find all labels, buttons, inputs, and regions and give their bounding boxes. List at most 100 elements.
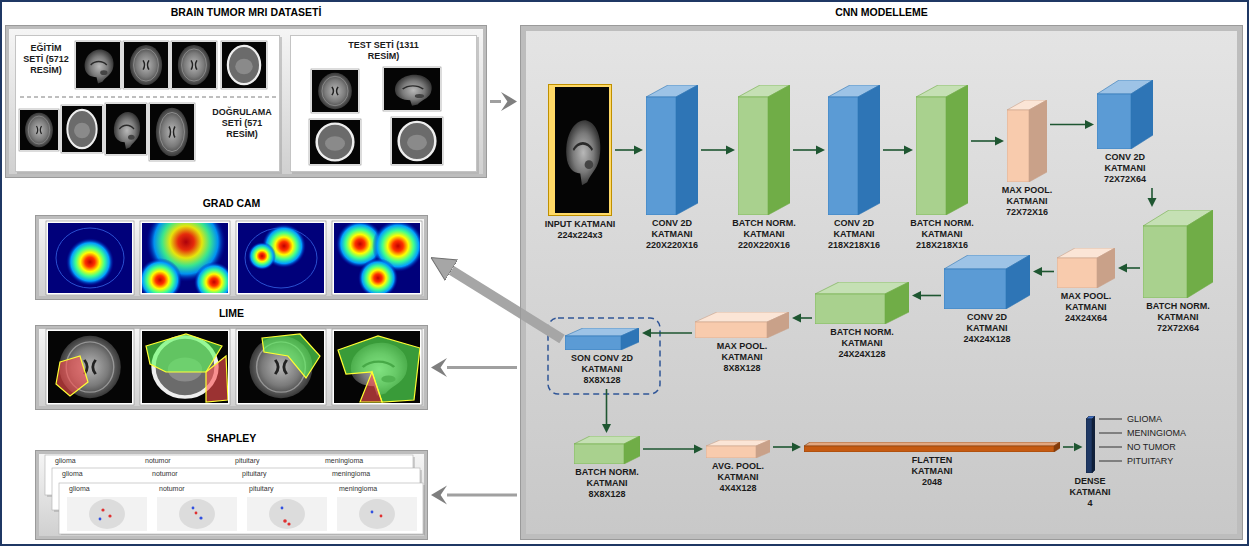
block-front [646,97,676,215]
block-top [804,442,1060,446]
block-front [815,294,885,324]
image-ground [555,87,609,213]
shapley-card [59,483,423,534]
dashed-divider [20,97,276,98]
mri-thumbnail [19,109,59,151]
layer-shape [574,436,640,464]
label-slot: meningioma [332,469,370,478]
shapley-card [269,499,305,529]
block-side [1187,210,1213,298]
block-front [916,97,946,215]
label-slot: glioma [69,484,90,493]
shapley-card [359,499,395,529]
lime-overlay [48,331,132,403]
lime-overlay [48,331,132,403]
layer-dimension: 2048 [896,477,968,488]
lime-panel-fill [35,325,428,410]
heading-slot: GRAD CAM [0,197,468,210]
panel: LIME [35,325,428,410]
label-slot: notumor [152,469,178,478]
block-side [676,85,698,215]
gradcam-heatmap [236,221,326,295]
layer-dimension: 72X72X16 [991,207,1063,218]
panel-heading: LIME [0,307,468,320]
block-side [1029,100,1047,182]
class-label: GLIOMA [1127,413,1162,425]
layer-name: FLATTEN KATMANI [896,455,968,477]
mri-thumbnail [384,68,440,110]
shapley-card [67,497,147,531]
label-slot: notumor [145,456,171,465]
layer-shape [706,440,770,458]
image-frame [549,85,612,216]
gradcam-heatmap [56,228,124,288]
layer-block: AVG. POOL. KATMANI4X4X128 [702,440,774,494]
gradcam-heatmap [48,223,132,293]
dashed-highlight [548,318,660,394]
layer-name: AVG. POOL. KATMANI [702,461,774,483]
layer-dimension: 24X24X128 [951,334,1023,345]
shapley-card [380,515,383,518]
layer-block: BATCH NORM. KATMANI8X8X128 [571,436,643,500]
label-slot: NO TUMOR [1127,441,1176,453]
mri-thumbnail [222,42,266,88]
block-side [858,85,880,215]
shapley-card [99,518,102,521]
block-side [1054,442,1060,452]
block-front [706,446,756,458]
shapley-class-label: pituitary [235,456,260,465]
layer-name: BATCH NORM. KATMANI [826,327,898,349]
dataset-panel-fill [5,25,487,178]
lime-overlay [238,331,324,403]
class-label: MENINGIOMA [1127,427,1186,439]
class-label: PITUITARY [1127,455,1173,467]
mri-thumbnail [105,103,147,155]
flow-arrow [615,149,634,151]
block-front [1097,94,1131,149]
layer-dimension: 24X24X64 [1050,313,1122,324]
layer-block: CONV 2D KATMANI220X220X16 [636,85,708,251]
shapley-card [89,499,125,529]
flow-arrow [1151,188,1153,198]
block-side [767,312,789,338]
layer-name: BATCH NORM. KATMANI [906,218,978,240]
shapley-card [108,514,111,517]
lime-overlay [206,356,228,402]
class-label: NO TUMOR [1127,441,1176,453]
shapley-card [195,512,198,515]
layer-name: BATCH NORM. KATMANI [1142,301,1214,323]
label-slot: PITUITARY [1127,455,1173,467]
panel-heading: BRAIN TUMOR MRI DATASETİ [0,6,527,19]
layer-shape [815,282,909,324]
flow-arrow [1050,124,1085,126]
mri-thumbnail [123,41,169,89]
gradcam-heatmap [46,221,134,295]
lime-overlay [46,329,422,405]
explain-arrow [451,270,562,339]
panel-heading: SHAPLEY [0,432,468,445]
gradcam-heatmap [142,223,228,293]
label-slot: pituitary [235,456,260,465]
layer-shape [695,312,789,338]
gradcam-heatmap [358,258,398,293]
class-leader-line [1099,419,1122,420]
mri-thumbnail [20,110,58,150]
block-side [621,328,639,350]
set-label: DOĞRULAMA SETİ (571 RESİM) [207,107,277,140]
shapley-class-label: glioma [69,484,90,493]
flow-arrow [1063,446,1074,448]
shapley-class-label: glioma [55,456,76,465]
lime-overlay [46,329,134,405]
shapley-class-label: meningioma [332,469,370,478]
chevron-arrow [490,100,501,103]
gradcam-heatmap [238,223,324,293]
chevron-arrow [447,494,517,497]
block-front [1143,226,1187,298]
mri-thumbnail [150,104,194,160]
layer-block: BATCH NORM. KATMANI220X220X16 [728,85,800,251]
cnn-panel-fill [520,25,1243,540]
layer-dimension: 220X220X16 [636,240,708,251]
class-leader-line [1099,461,1122,462]
